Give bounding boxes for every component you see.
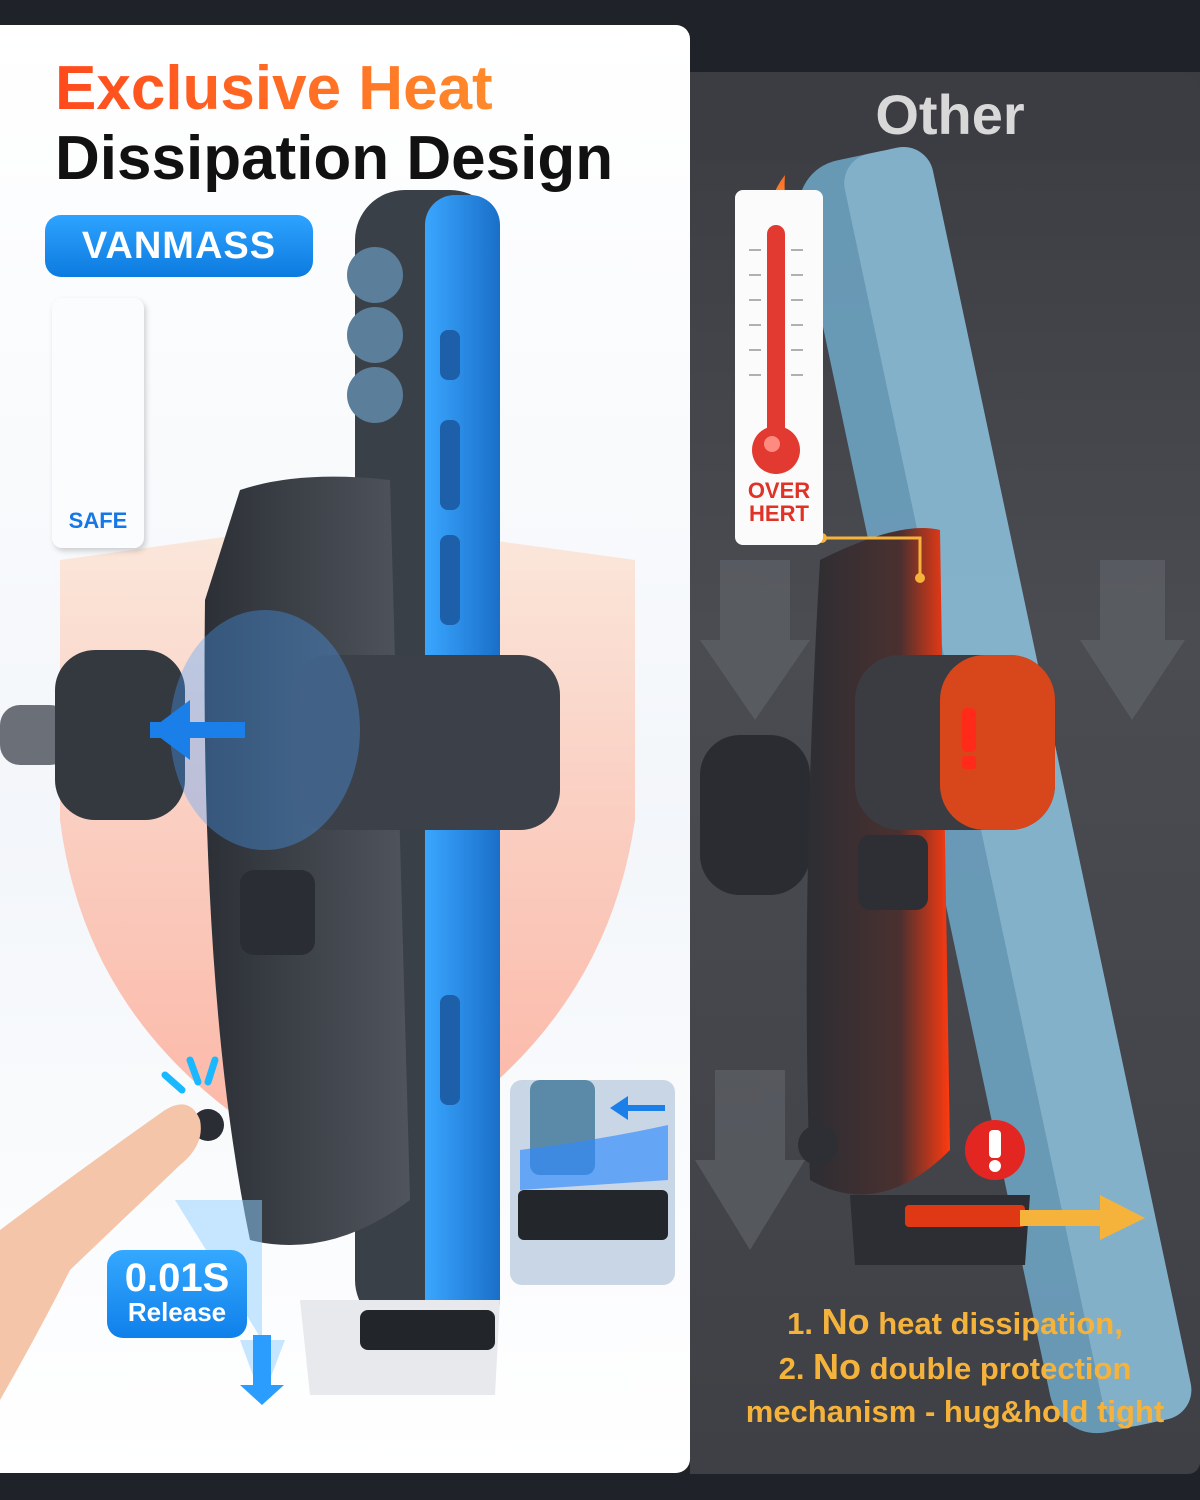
caption-rest: heat dissipation, [869,1306,1123,1341]
other-mount-illustration [700,528,1145,1265]
caption-emphasis: No [813,1346,862,1387]
release-arrow-icon [175,1200,285,1405]
warning-exclamation-icon [962,708,976,769]
comparison-caption: 1. No heat dissipation, 2. No double pro… [700,1300,1200,1433]
other-header [690,72,1200,160]
caption-line-3: mechanism - hug&hold tight [700,1390,1200,1433]
overheat-temperature-card: OVER HERT [735,190,823,545]
overheat-label-line1: OVER [747,477,811,503]
tap-indicator-icon [161,1056,219,1094]
other-title: Other [875,83,1025,146]
release-label: Release [127,1297,227,1327]
downward-arrows-background [695,560,1185,1250]
headline-accent: Exclusive Heat [55,54,493,123]
brand-logo: VANMASS [45,215,313,277]
finger-illustration [0,1104,201,1400]
release-badge: 0.01S Release [107,1250,247,1338]
hot-thermometer-icon [749,225,803,474]
caption-line-1: 1. No heat dissipation, [700,1300,1200,1345]
overheat-label: OVER HERT [735,479,823,525]
caption-prefix: 1. [787,1306,822,1341]
caption-rest: mechanism - hug&hold tight [745,1394,1165,1429]
warning-circle-icon [965,1120,1025,1180]
clamp-detail-inset [510,1080,675,1285]
caption-prefix: 2. [778,1351,814,1386]
headline-main: Dissipation Design [55,124,614,193]
caption-emphasis: No [821,1301,870,1342]
callout-line [822,536,922,575]
safe-temperature-card: SAFE [52,298,144,548]
safe-label: SAFE [68,508,128,533]
car-mount-illustration [0,476,560,1395]
caption-line-2: 2. No double protection [700,1345,1200,1390]
caption-rest: double protection [861,1351,1132,1386]
overheat-label-line2: HERT [749,500,809,526]
release-time: 0.01S [124,1256,230,1300]
